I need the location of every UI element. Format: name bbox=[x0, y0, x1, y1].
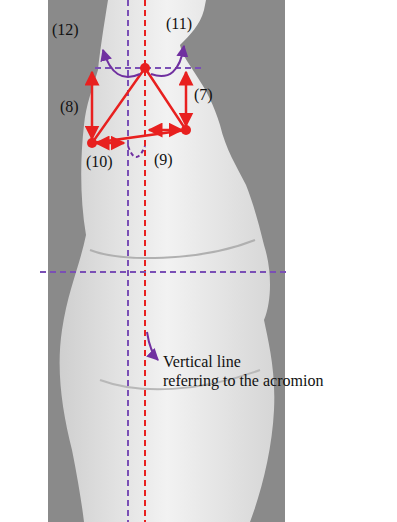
acromion-vertical-line bbox=[144, 0, 146, 522]
dimension-arrow bbox=[149, 129, 182, 132]
callout-number: (12) bbox=[52, 20, 79, 39]
dimension-arrow bbox=[96, 142, 124, 145]
label-text: (7) bbox=[194, 86, 213, 103]
callout-number: (8) bbox=[60, 97, 79, 116]
photo-ground bbox=[48, 0, 285, 522]
horizontal-reference-line bbox=[40, 271, 290, 273]
callout-number: (10) bbox=[86, 152, 113, 171]
measurement-triangle bbox=[92, 68, 186, 143]
callout-number: (7) bbox=[194, 85, 213, 104]
dimension-arrow bbox=[91, 72, 94, 139]
annotation-label: Vertical line referring to the acromion bbox=[163, 352, 389, 390]
line-break-spacer bbox=[277, 352, 389, 353]
callout-number: (11) bbox=[166, 14, 192, 33]
label-text: (10) bbox=[86, 153, 113, 170]
label-text: (9) bbox=[154, 151, 173, 168]
angle-arc bbox=[128, 146, 145, 157]
angle-arrow bbox=[103, 50, 140, 77]
leader-arrow bbox=[147, 332, 158, 360]
label-text: (12) bbox=[52, 21, 79, 38]
waist-fold bbox=[90, 240, 255, 258]
callout-number: (9) bbox=[154, 150, 173, 169]
angle-arrow bbox=[151, 46, 184, 76]
label-text: Vertical line referring to the acromion bbox=[163, 353, 323, 389]
landmark-dot bbox=[140, 63, 150, 73]
landmark-dot bbox=[87, 138, 97, 148]
label-text: (11) bbox=[166, 15, 192, 32]
label-text: (8) bbox=[60, 98, 79, 115]
dimension-arrow bbox=[185, 72, 188, 126]
landmark-dot bbox=[181, 125, 191, 135]
body-silhouette bbox=[60, 0, 275, 522]
vertical-reference-line bbox=[127, 0, 129, 522]
